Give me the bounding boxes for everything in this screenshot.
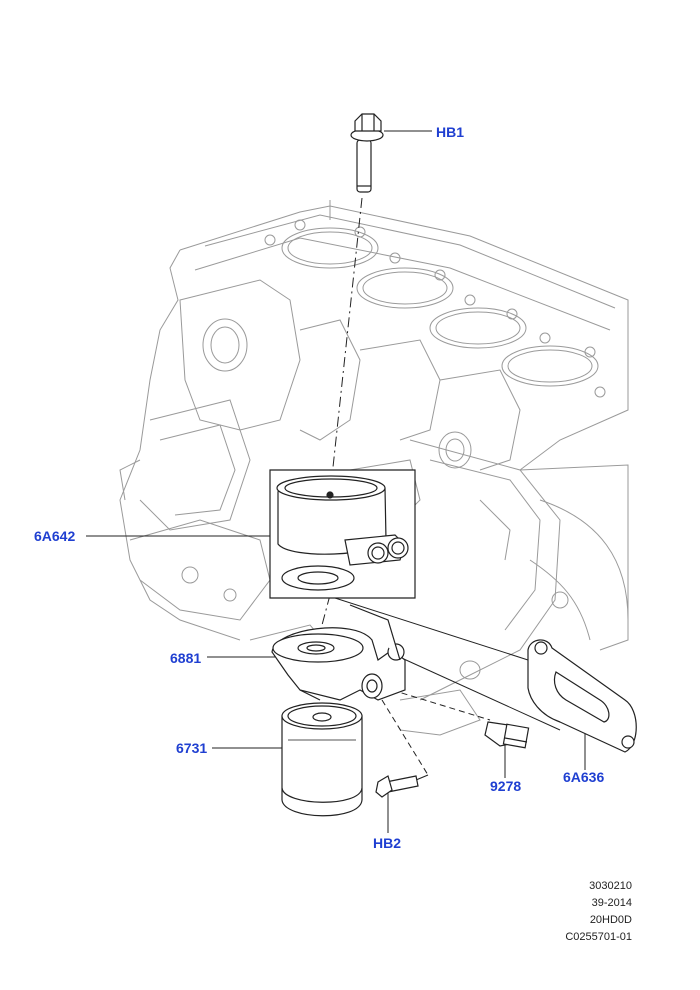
diagram-metadata: 3030210 39-2014 20HD0D C0255701-01 — [565, 878, 632, 946]
pressure-sensor-illustration — [485, 722, 529, 748]
metadata-line-3: 20HD0D — [589, 914, 632, 926]
bolt-hb2-illustration — [376, 776, 418, 797]
metadata-line-4: C0255701-01 — [565, 931, 632, 943]
leader-lines — [86, 131, 585, 833]
callout-hb1[interactable]: HB1 — [436, 124, 465, 140]
filter-adapter-illustration — [272, 605, 405, 700]
gasket-illustration — [528, 640, 636, 752]
bolt-hb1-illustration — [351, 114, 383, 192]
oil-cooler-inset — [270, 470, 415, 598]
callout-hb2[interactable]: HB2 — [373, 835, 402, 851]
callout-6881[interactable]: 6881 — [170, 650, 202, 666]
oil-filter-illustration — [282, 703, 362, 816]
callout-9278[interactable]: 9278 — [490, 778, 522, 794]
callout-6a642[interactable]: 6A642 — [34, 528, 76, 544]
callout-6a636[interactable]: 6A636 — [563, 769, 605, 785]
callout-6731[interactable]: 6731 — [176, 740, 208, 756]
engine-block-illustration — [120, 200, 628, 735]
metadata-line-2: 39-2014 — [591, 897, 632, 909]
metadata-line-1: 3030210 — [589, 880, 632, 892]
